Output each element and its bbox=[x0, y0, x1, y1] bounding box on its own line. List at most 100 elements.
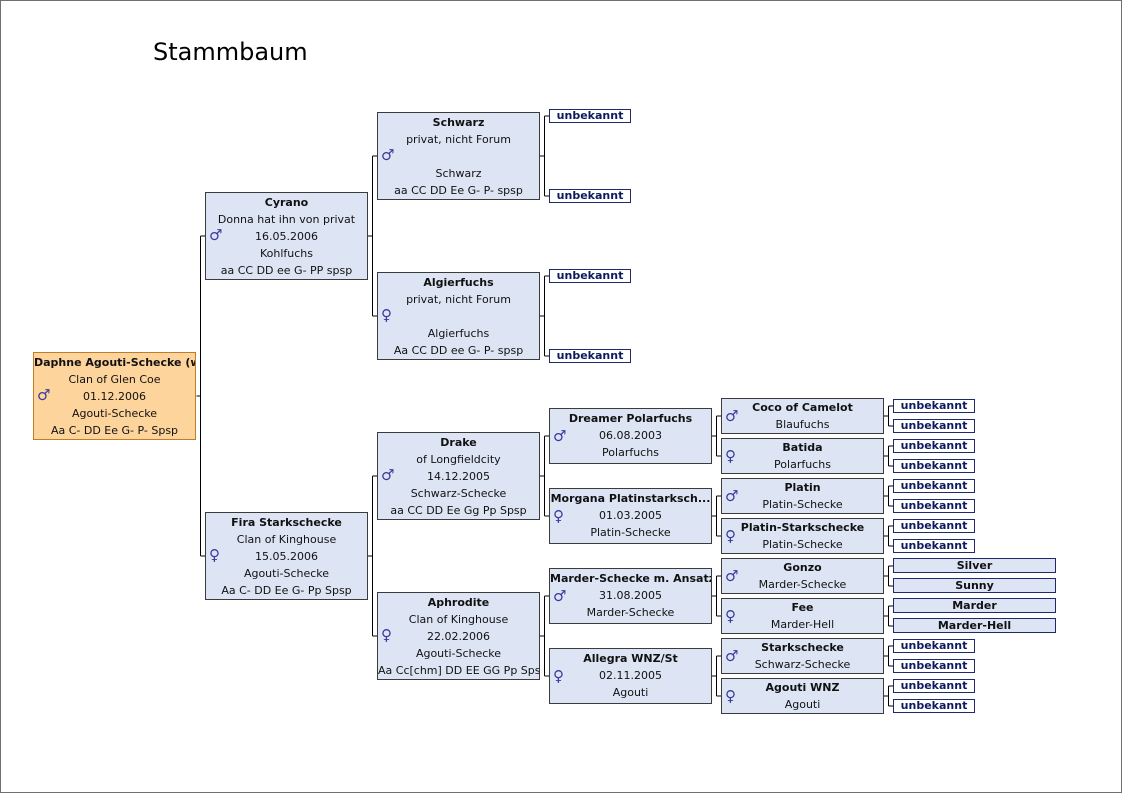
animal-name: Dreamer Polarfuchs bbox=[568, 412, 693, 425]
color: Polarfuchs bbox=[774, 458, 831, 471]
animal-name: Fira Starkschecke bbox=[231, 516, 342, 529]
animal-name: Drake bbox=[440, 436, 477, 449]
color: Schwarz-Schecke bbox=[754, 658, 851, 671]
male-symbol-icon: ♂ bbox=[553, 587, 567, 605]
pedigree-leaf-card[interactable]: Marder-Hell bbox=[893, 618, 1056, 633]
pedigree-card-grandsire-maternal[interactable]: Drake of Longfieldcity 14.12.2005 Schwar… bbox=[377, 432, 540, 520]
animal-name: Agouti WNZ bbox=[765, 681, 840, 694]
unknown-parent[interactable]: unbekannt bbox=[893, 539, 975, 553]
birth-date: 06.08.2003 bbox=[599, 429, 662, 442]
color: Schwarz bbox=[435, 167, 482, 180]
genotype: Aa C- DD Ee G- Pp Spsp bbox=[221, 584, 352, 597]
pedigree-card-sire[interactable]: Cyrano Donna hat ihn von privat 16.05.20… bbox=[205, 192, 368, 280]
unknown-parent[interactable]: unbekannt bbox=[893, 479, 975, 493]
unknown-parent[interactable]: unbekannt bbox=[893, 399, 975, 413]
unknown-parent[interactable]: unbekannt bbox=[893, 519, 975, 533]
unknown-parent[interactable]: unbekannt bbox=[893, 679, 975, 693]
color: Platin-Schecke bbox=[590, 526, 671, 539]
male-symbol-icon: ♂ bbox=[37, 386, 51, 404]
female-symbol-icon: ♀ bbox=[209, 546, 220, 564]
pedigree-leaf-card[interactable]: Marder bbox=[893, 598, 1056, 613]
pedigree-leaf-card[interactable]: Sunny bbox=[893, 578, 1056, 593]
male-symbol-icon: ♂ bbox=[209, 226, 223, 244]
birth-date: 02.11.2005 bbox=[599, 669, 662, 682]
pedigree-card-granddam-maternal[interactable]: Aphrodite Clan of Kinghouse 22.02.2006 A… bbox=[377, 592, 540, 680]
male-symbol-icon: ♂ bbox=[381, 146, 395, 164]
female-symbol-icon: ♀ bbox=[381, 306, 392, 324]
animal-name: Algierfuchs bbox=[423, 276, 494, 289]
color: Kohlfuchs bbox=[259, 247, 314, 260]
unknown-parent[interactable]: unbekannt bbox=[893, 639, 975, 653]
animal-name: Platin bbox=[784, 481, 821, 494]
male-symbol-icon: ♂ bbox=[725, 647, 739, 665]
color: Platin-Schecke bbox=[762, 498, 843, 511]
unknown-parent[interactable]: unbekannt bbox=[549, 189, 631, 203]
female-symbol-icon: ♀ bbox=[381, 626, 392, 644]
unknown-parent[interactable]: unbekannt bbox=[893, 419, 975, 433]
color: Agouti-Schecke bbox=[415, 647, 502, 660]
genotype: aa CC DD ee G- PP spsp bbox=[220, 264, 353, 277]
unknown-parent[interactable]: unbekannt bbox=[893, 459, 975, 473]
birth-date: 14.12.2005 bbox=[427, 470, 490, 483]
animal-name: Allegra WNZ/St bbox=[583, 652, 678, 665]
pedigree-card-gen3[interactable]: Allegra WNZ/St 02.11.2005 Agouti ♀ bbox=[549, 648, 712, 704]
color: Blaufuchs bbox=[775, 418, 830, 431]
male-symbol-icon: ♂ bbox=[725, 567, 739, 585]
unknown-parent[interactable]: unbekannt bbox=[893, 699, 975, 713]
pedigree-card-gen4[interactable]: Fee Marder-Hell ♀ bbox=[721, 598, 884, 634]
genotype: Aa C- DD Ee G- P- Spsp bbox=[50, 424, 179, 437]
breeder: privat, nicht Forum bbox=[406, 133, 511, 146]
color: Agouti-Schecke bbox=[71, 407, 158, 420]
color: Marder-Schecke bbox=[586, 606, 675, 619]
birth-date: 01.03.2005 bbox=[599, 509, 662, 522]
female-symbol-icon: ♀ bbox=[725, 607, 736, 625]
female-symbol-icon: ♀ bbox=[553, 507, 564, 525]
animal-name: Platin-Starkschecke bbox=[740, 521, 865, 534]
color: Agouti bbox=[612, 686, 649, 699]
pedigree-card-gen4[interactable]: Platin Platin-Schecke ♂ bbox=[721, 478, 884, 514]
birth-date: 31.08.2005 bbox=[599, 589, 662, 602]
birth-date bbox=[378, 308, 539, 325]
animal-name: Fee bbox=[791, 601, 814, 614]
pedigree-card-gen4[interactable]: Gonzo Marder-Schecke ♂ bbox=[721, 558, 884, 594]
breeder: privat, nicht Forum bbox=[406, 293, 511, 306]
pedigree-card-granddam-paternal[interactable]: Algierfuchs privat, nicht Forum Algierfu… bbox=[377, 272, 540, 360]
pedigree-card-gen4[interactable]: Batida Polarfuchs ♀ bbox=[721, 438, 884, 474]
unknown-parent[interactable]: unbekannt bbox=[893, 439, 975, 453]
breeder: Clan of Kinghouse bbox=[236, 533, 337, 546]
color: Marder-Schecke bbox=[758, 578, 847, 591]
pedigree-card-grandsire-paternal[interactable]: Schwarz privat, nicht Forum Schwarz aa C… bbox=[377, 112, 540, 200]
breeder: Clan of Kinghouse bbox=[408, 613, 509, 626]
pedigree-card-gen4[interactable]: Coco of Camelot Blaufuchs ♂ bbox=[721, 398, 884, 434]
animal-name: Marder-Schecke m. Ansatz bbox=[550, 572, 711, 585]
color: Platin-Schecke bbox=[762, 538, 843, 551]
color: Agouti-Schecke bbox=[243, 567, 330, 580]
pedigree-card-root[interactable]: Daphne Agouti-Schecke (w) Clan of Glen C… bbox=[33, 352, 196, 440]
birth-date: 16.05.2006 bbox=[255, 230, 318, 243]
male-symbol-icon: ♂ bbox=[553, 427, 567, 445]
pedigree-card-gen3[interactable]: Morgana Platinstarksch... 01.03.2005 Pla… bbox=[549, 488, 712, 544]
breeder: Donna hat ihn von privat bbox=[217, 213, 356, 226]
pedigree-card-gen3[interactable]: Marder-Schecke m. Ansatz 31.08.2005 Mard… bbox=[549, 568, 712, 624]
female-symbol-icon: ♀ bbox=[725, 687, 736, 705]
male-symbol-icon: ♂ bbox=[725, 407, 739, 425]
pedigree-leaf-card[interactable]: Silver bbox=[893, 558, 1056, 573]
unknown-parent[interactable]: unbekannt bbox=[549, 269, 631, 283]
pedigree-card-dam[interactable]: Fira Starkschecke Clan of Kinghouse 15.0… bbox=[205, 512, 368, 600]
genotype: aa CC DD Ee G- P- spsp bbox=[394, 184, 523, 197]
pedigree-card-gen3[interactable]: Dreamer Polarfuchs 06.08.2003 Polarfuchs… bbox=[549, 408, 712, 464]
pedigree-card-gen4[interactable]: Platin-Starkschecke Platin-Schecke ♀ bbox=[721, 518, 884, 554]
pedigree-card-gen4[interactable]: Agouti WNZ Agouti ♀ bbox=[721, 678, 884, 714]
pedigree-card-gen4[interactable]: Starkschecke Schwarz-Schecke ♂ bbox=[721, 638, 884, 674]
unknown-parent[interactable]: unbekannt bbox=[893, 659, 975, 673]
animal-name: Cyrano bbox=[264, 196, 309, 209]
unknown-parent[interactable]: unbekannt bbox=[549, 349, 631, 363]
color: Marder-Hell bbox=[770, 618, 835, 631]
birth-date: 22.02.2006 bbox=[427, 630, 490, 643]
color: Algierfuchs bbox=[427, 327, 490, 340]
animal-name: Schwarz bbox=[432, 116, 485, 129]
color: Agouti bbox=[784, 698, 821, 711]
animal-name: Aphrodite bbox=[427, 596, 490, 609]
unknown-parent[interactable]: unbekannt bbox=[893, 499, 975, 513]
unknown-parent[interactable]: unbekannt bbox=[549, 109, 631, 123]
